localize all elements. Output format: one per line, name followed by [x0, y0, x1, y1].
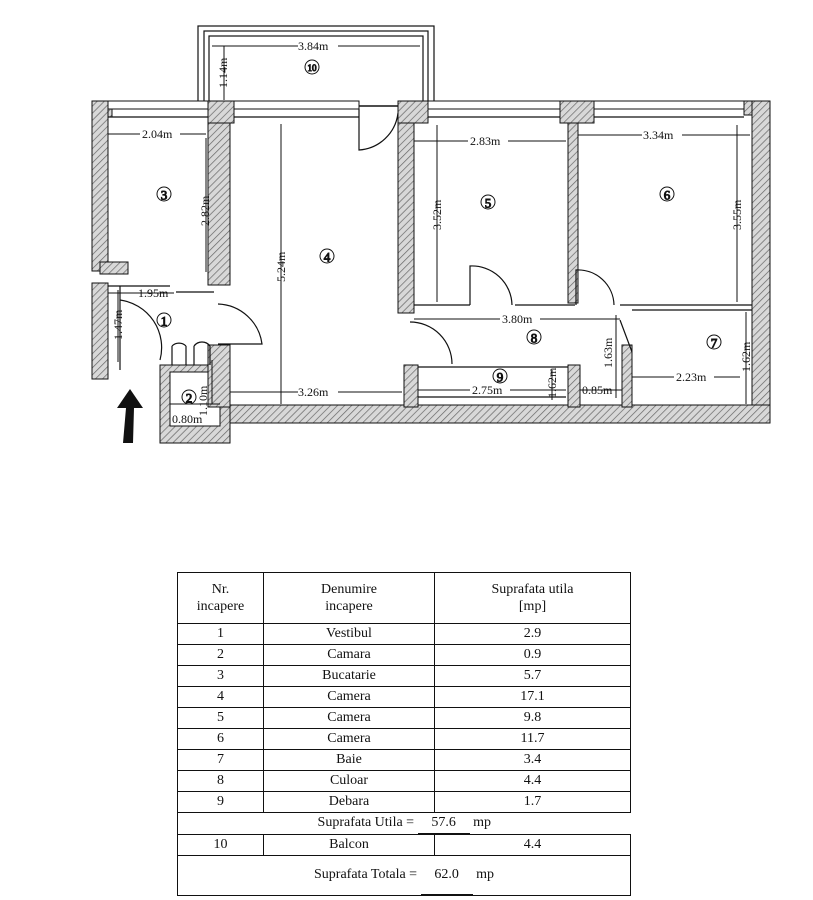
cell-area: 17.1 — [434, 686, 631, 708]
totala-value: 62.0 — [420, 856, 473, 895]
cell-area: 3.4 — [434, 749, 631, 771]
dim-label: 3.26m — [298, 385, 329, 399]
cell-name: Camera — [263, 686, 435, 708]
room-number: 1 — [161, 314, 168, 329]
dim-label: 3.34m — [643, 128, 674, 142]
cell-nr: 2 — [177, 644, 264, 666]
cell-area: 0.9 — [434, 644, 631, 666]
room-number: 3 — [161, 188, 168, 203]
cell-name: Camera — [263, 728, 435, 750]
walls — [91, 100, 771, 444]
cell-name: Camara — [263, 644, 435, 666]
cell-nr: 6 — [177, 728, 264, 750]
room-number: 8 — [531, 331, 538, 346]
floor-plan: 3.84m 1.14m 2.04m 2.82m 1.95m 1.47m 5.24… — [91, 25, 771, 444]
room-number: 10 — [308, 63, 318, 73]
dim-label: 2.75m — [472, 383, 503, 397]
dim-label: 3.55m — [730, 199, 744, 230]
totala-label: Suprafata Totala = — [314, 867, 418, 882]
dim-label: 2.82m — [198, 195, 212, 226]
dim-label: 1.95m — [138, 286, 169, 300]
interior-lines — [108, 116, 752, 398]
dim-label: 1.47m — [111, 309, 125, 340]
cell-nr: 7 — [177, 749, 264, 771]
room-number: 5 — [485, 196, 492, 211]
cell-name: Baie — [263, 749, 435, 771]
cell-nr: 1 — [177, 623, 264, 645]
balcon-nr: 10 — [177, 834, 264, 856]
cell-name: Bucatarie — [263, 665, 435, 687]
dim-label: 5.24m — [274, 251, 288, 282]
dimension-labels: 3.84m 1.14m 2.04m 2.82m 1.95m 1.47m 5.24… — [111, 39, 753, 426]
doors — [119, 109, 633, 370]
dim-label: 2.04m — [142, 127, 173, 141]
cell-nr: 8 — [177, 770, 264, 792]
room-number: 7 — [711, 336, 718, 351]
header-area: Suprafata utila [mp] — [434, 572, 631, 624]
cell-area: 2.9 — [434, 623, 631, 645]
balcon-area: 4.4 — [434, 834, 631, 856]
dim-label: 1.62m — [739, 341, 753, 372]
room-number: 4 — [324, 250, 331, 265]
dim-label: 1.14m — [216, 57, 230, 88]
dim-label: 0.80m — [172, 412, 203, 426]
cell-area: 4.4 — [434, 770, 631, 792]
utila-row: Suprafata Utila = 57.6 mp — [177, 812, 631, 835]
dim-label: 2.23m — [676, 370, 707, 384]
dim-label: 1.63m — [601, 337, 615, 368]
cell-name: Camera — [263, 707, 435, 729]
dim-label: 3.52m — [430, 199, 444, 230]
utila-unit: mp — [473, 815, 491, 830]
cell-name: Vestibul — [263, 623, 435, 645]
dim-label: 1.62m — [545, 367, 559, 398]
utila-label: Suprafata Utila = — [317, 815, 415, 830]
room-table: Nr. incapere Denumire incapere Suprafata… — [177, 572, 631, 896]
cell-area: 11.7 — [434, 728, 631, 750]
entrance-arrow-icon — [117, 389, 143, 443]
cell-area: 1.7 — [434, 791, 631, 813]
dim-label: 3.80m — [502, 312, 533, 326]
dim-label: 3.84m — [298, 39, 329, 53]
cell-nr: 3 — [177, 665, 264, 687]
header-nr: Nr. incapere — [177, 572, 264, 624]
dim-label: 1.10m — [196, 385, 210, 416]
dim-label: 0.85m — [582, 383, 613, 397]
room-markers: 10 3 4 5 6 1 2 8 9 7 — [156, 59, 722, 406]
header-name: Denumire incapere — [263, 572, 435, 624]
totala-row: Suprafata Totala = 62.0 mp — [177, 855, 631, 896]
cell-name: Debara — [263, 791, 435, 813]
room-number: 6 — [664, 188, 671, 203]
room-number: 9 — [497, 370, 504, 385]
balcon-name: Balcon — [263, 834, 435, 856]
cell-name: Culoar — [263, 770, 435, 792]
cell-nr: 4 — [177, 686, 264, 708]
cell-nr: 5 — [177, 707, 264, 729]
balcon-row: 10 Balcon 4.4 — [177, 834, 631, 856]
cell-area: 5.7 — [434, 665, 631, 687]
cell-area: 9.8 — [434, 707, 631, 729]
utila-value: 57.6 — [417, 813, 470, 834]
totala-unit: mp — [476, 867, 494, 882]
room-number: 2 — [186, 391, 193, 406]
dim-label: 2.83m — [470, 134, 501, 148]
table-header: Nr. incapere Denumire incapere Suprafata… — [177, 572, 631, 624]
cell-nr: 9 — [177, 791, 264, 813]
